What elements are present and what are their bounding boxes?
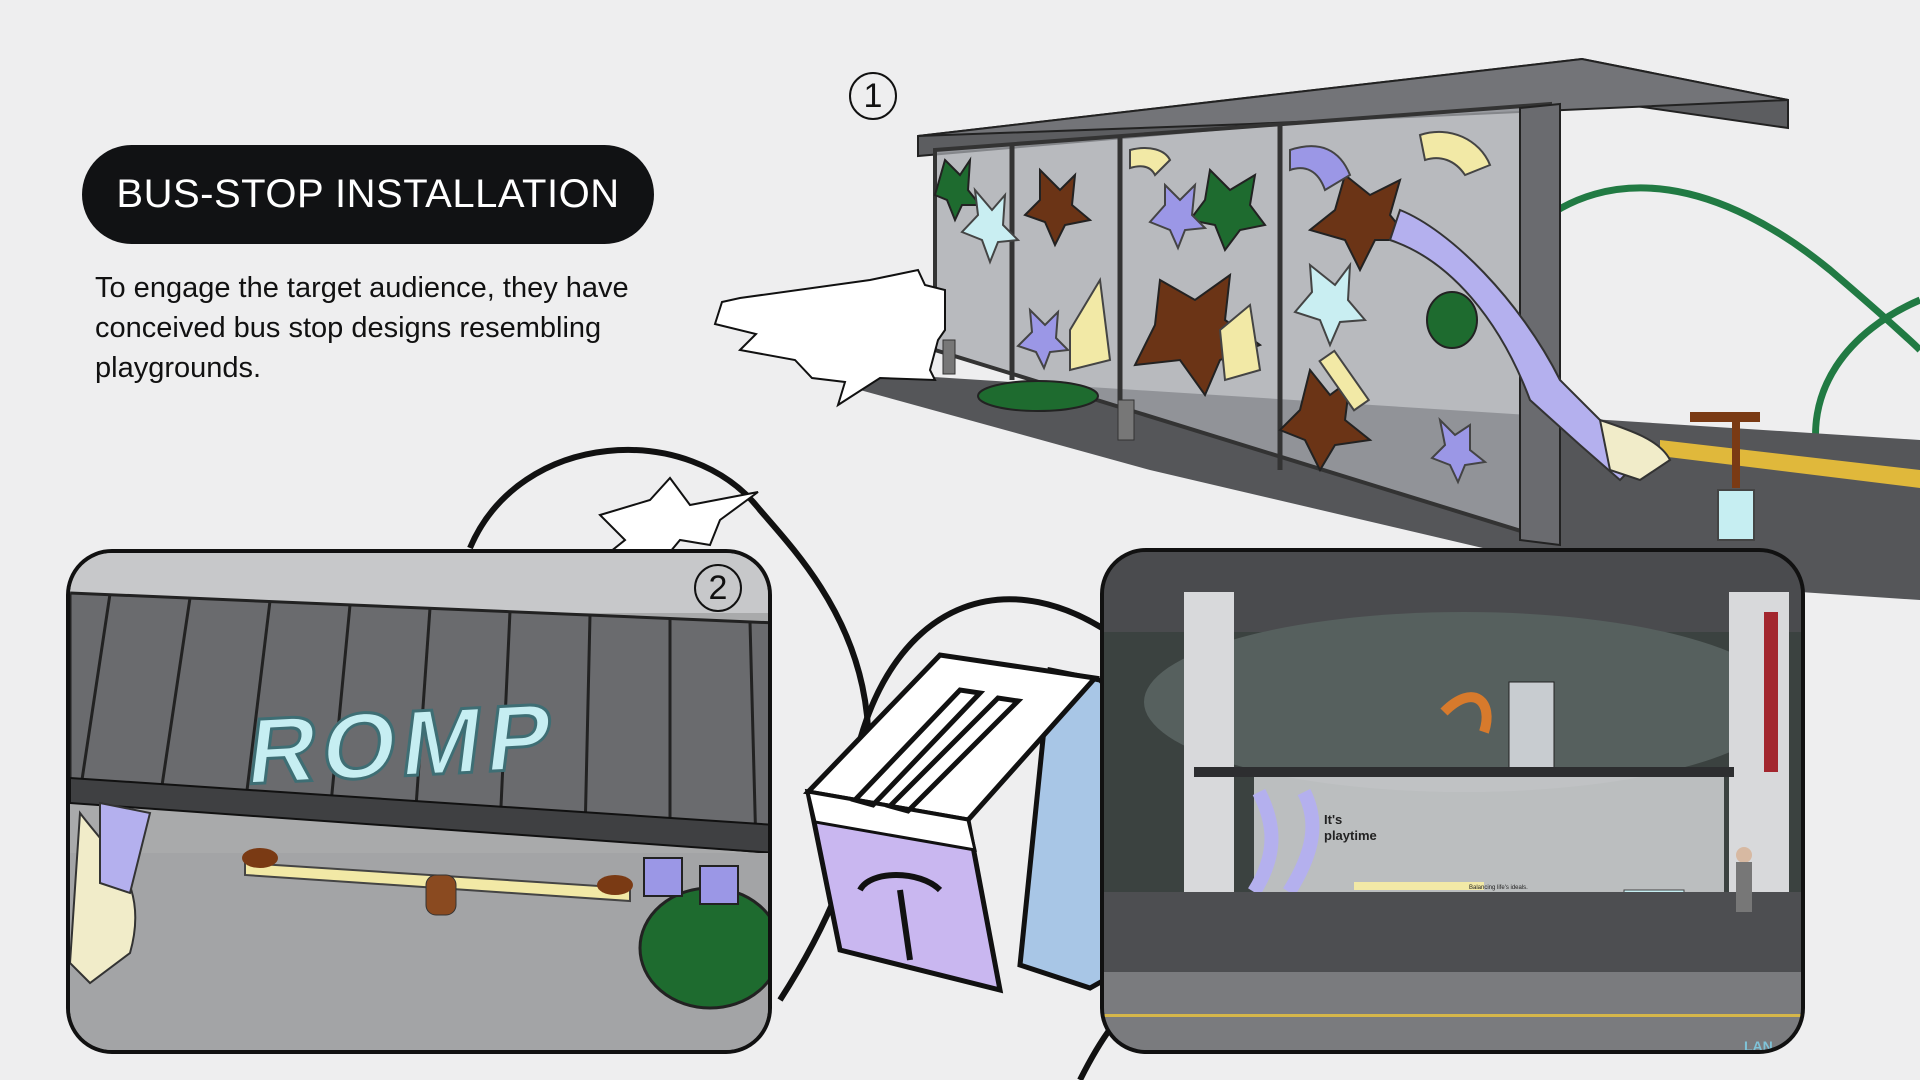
view-marker-2: 2 [694,564,742,612]
yellow-bar [1318,349,1371,412]
bus-stop-roof-top [917,57,1789,137]
green-loop [1527,184,1920,353]
detail-view-panel [66,549,772,1054]
star-shape [933,156,983,223]
panel-text: It's playtime [1324,812,1377,843]
toaster-front-top [806,790,977,852]
star-shape [1293,261,1368,348]
spring-rider-spring [1717,489,1755,541]
burst-shape [713,268,946,408]
star-shape [1188,167,1267,253]
detail-view-illustration [70,553,768,1050]
star-shape [1307,173,1413,273]
slide-title: BUS-STOP INSTALLATION [82,145,654,244]
bus-stop-end-post [1519,102,1561,547]
photo-illustration [1104,552,1801,1050]
seesaw-text: Balancing life's ideals. [1469,885,1528,891]
slide-description: To engage the target audience, they have… [95,272,629,384]
toaster-slot [850,687,986,808]
star-shape [1430,416,1488,485]
spring-rider-handle [1690,412,1760,422]
crescent-shape [1418,130,1492,177]
green-base [977,380,1099,412]
toaster-slot [885,695,1024,814]
romp-sign: ROMP [241,682,565,806]
toaster-lever [857,872,943,961]
view-marker-1: 1 [849,72,897,120]
bus-stop-leg [1117,399,1135,441]
photo-view-panel: It's playtime Balancing life's ideals. L… [1100,548,1805,1054]
crescent-shape [1129,147,1172,177]
star-shape [1133,272,1263,398]
star-shape [1016,307,1071,371]
watermark: LAN [1744,1038,1773,1054]
star-shape [960,186,1021,265]
yellow-panel [1218,303,1262,382]
slide-end [1598,418,1672,482]
yellow-panel [1069,277,1112,372]
road-line [1660,440,1920,488]
crescent-shape [1289,145,1352,192]
star-shape [1023,167,1093,248]
star-shape [1148,182,1208,251]
spring-rider-post [1732,418,1740,488]
slide-tube [1388,208,1642,482]
bus-stop-leg [942,339,956,375]
connector-curve [857,596,1122,741]
green-disc [1426,291,1478,349]
